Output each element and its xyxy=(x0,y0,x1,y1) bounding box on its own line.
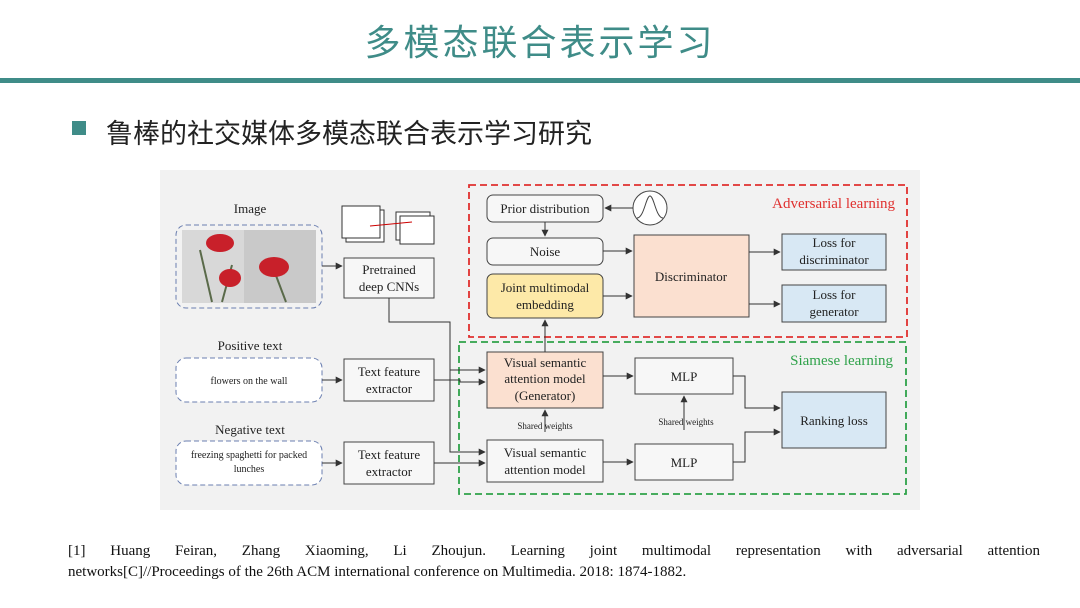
cnn-feature-map-icon xyxy=(341,205,435,245)
title-divider xyxy=(0,78,1080,83)
negative-text-label: Negative text xyxy=(215,422,285,437)
mlp-bottom-label: MLP xyxy=(671,455,698,470)
shared-weights-label-2: Shared weights xyxy=(658,417,714,427)
reference-line-2: networks[C]//Proceedings of the 26th ACM… xyxy=(68,564,687,580)
bullet-square-icon xyxy=(72,121,86,135)
vsam-negative-box xyxy=(486,439,604,483)
siamese-learning-region xyxy=(458,341,907,495)
loss-generator-label-1: Loss for xyxy=(813,287,857,302)
discriminator-label: Discriminator xyxy=(655,269,728,284)
vsam-negative-label-2: attention model xyxy=(504,462,586,477)
vsam-negative-label-1: Visual semantic xyxy=(504,445,587,460)
loss-discriminator-label-2: discriminator xyxy=(799,252,869,267)
image-input-box xyxy=(175,224,323,309)
adversarial-learning-region xyxy=(468,184,908,338)
generator-label-1: Visual semantic xyxy=(504,355,587,370)
image-label: Image xyxy=(234,201,267,216)
cnn-label-1: Pretrained xyxy=(362,262,416,277)
slide-title: 多模态联合表示学习 xyxy=(364,23,716,64)
siamese-learning-label: Siamese learning xyxy=(790,353,893,369)
negative-text-example-2: lunches xyxy=(234,464,265,475)
mlp-top-label: MLP xyxy=(671,369,698,384)
text-extractor-positive-label-2: extractor xyxy=(366,381,413,396)
noise-label: Noise xyxy=(530,244,561,259)
loss-generator-box xyxy=(781,284,887,323)
discriminator-box xyxy=(633,234,750,318)
adversarial-learning-label: Adversarial learning xyxy=(772,196,895,212)
ranking-loss-box xyxy=(781,391,887,449)
mlp-top-box xyxy=(634,357,734,395)
generator-label-2: attention model xyxy=(504,371,586,386)
text-extractor-positive-box xyxy=(343,358,435,402)
text-extractor-negative-label-2: extractor xyxy=(366,464,413,479)
prior-distribution-label: Prior distribution xyxy=(500,201,590,216)
text-extractor-negative-box xyxy=(343,441,435,485)
reference-line-1: [1] Huang Feiran, Zhang Xiaoming, Li Zho… xyxy=(68,543,1040,559)
negative-text-example-1: freezing spaghetti for packed xyxy=(191,450,307,461)
pretrained-cnn-box xyxy=(343,257,435,299)
generator-box xyxy=(486,351,604,409)
loss-discriminator-label-1: Loss for xyxy=(813,235,857,250)
negative-text-box xyxy=(175,440,323,486)
architecture-diagram: Image Pretrained deep CNNs Positive text… xyxy=(160,170,920,510)
positive-text-example: flowers on the wall xyxy=(211,376,288,387)
text-extractor-positive-label-1: Text feature xyxy=(358,364,420,379)
generator-label-3: (Generator) xyxy=(515,388,576,403)
flower-image xyxy=(182,230,316,303)
ranking-loss-label: Ranking loss xyxy=(800,413,868,428)
positive-text-label: Positive text xyxy=(218,338,283,353)
text-extractor-negative-label-1: Text feature xyxy=(358,447,420,462)
mlp-bottom-box xyxy=(634,443,734,481)
joint-embedding-label-2: embedding xyxy=(516,297,574,312)
gaussian-curve xyxy=(636,195,664,219)
joint-embedding-label-1: Joint multimodal xyxy=(501,280,590,295)
loss-generator-label-2: generator xyxy=(809,304,859,319)
cnn-label-2: deep CNNs xyxy=(359,279,419,294)
loss-discriminator-box xyxy=(781,233,887,271)
reference-citation: [1] Huang Feiran, Zhang Xiaoming, Li Zho… xyxy=(68,541,1040,583)
slide-subtitle: 鲁棒的社交媒体多模态联合表示学习研究 xyxy=(106,119,592,150)
